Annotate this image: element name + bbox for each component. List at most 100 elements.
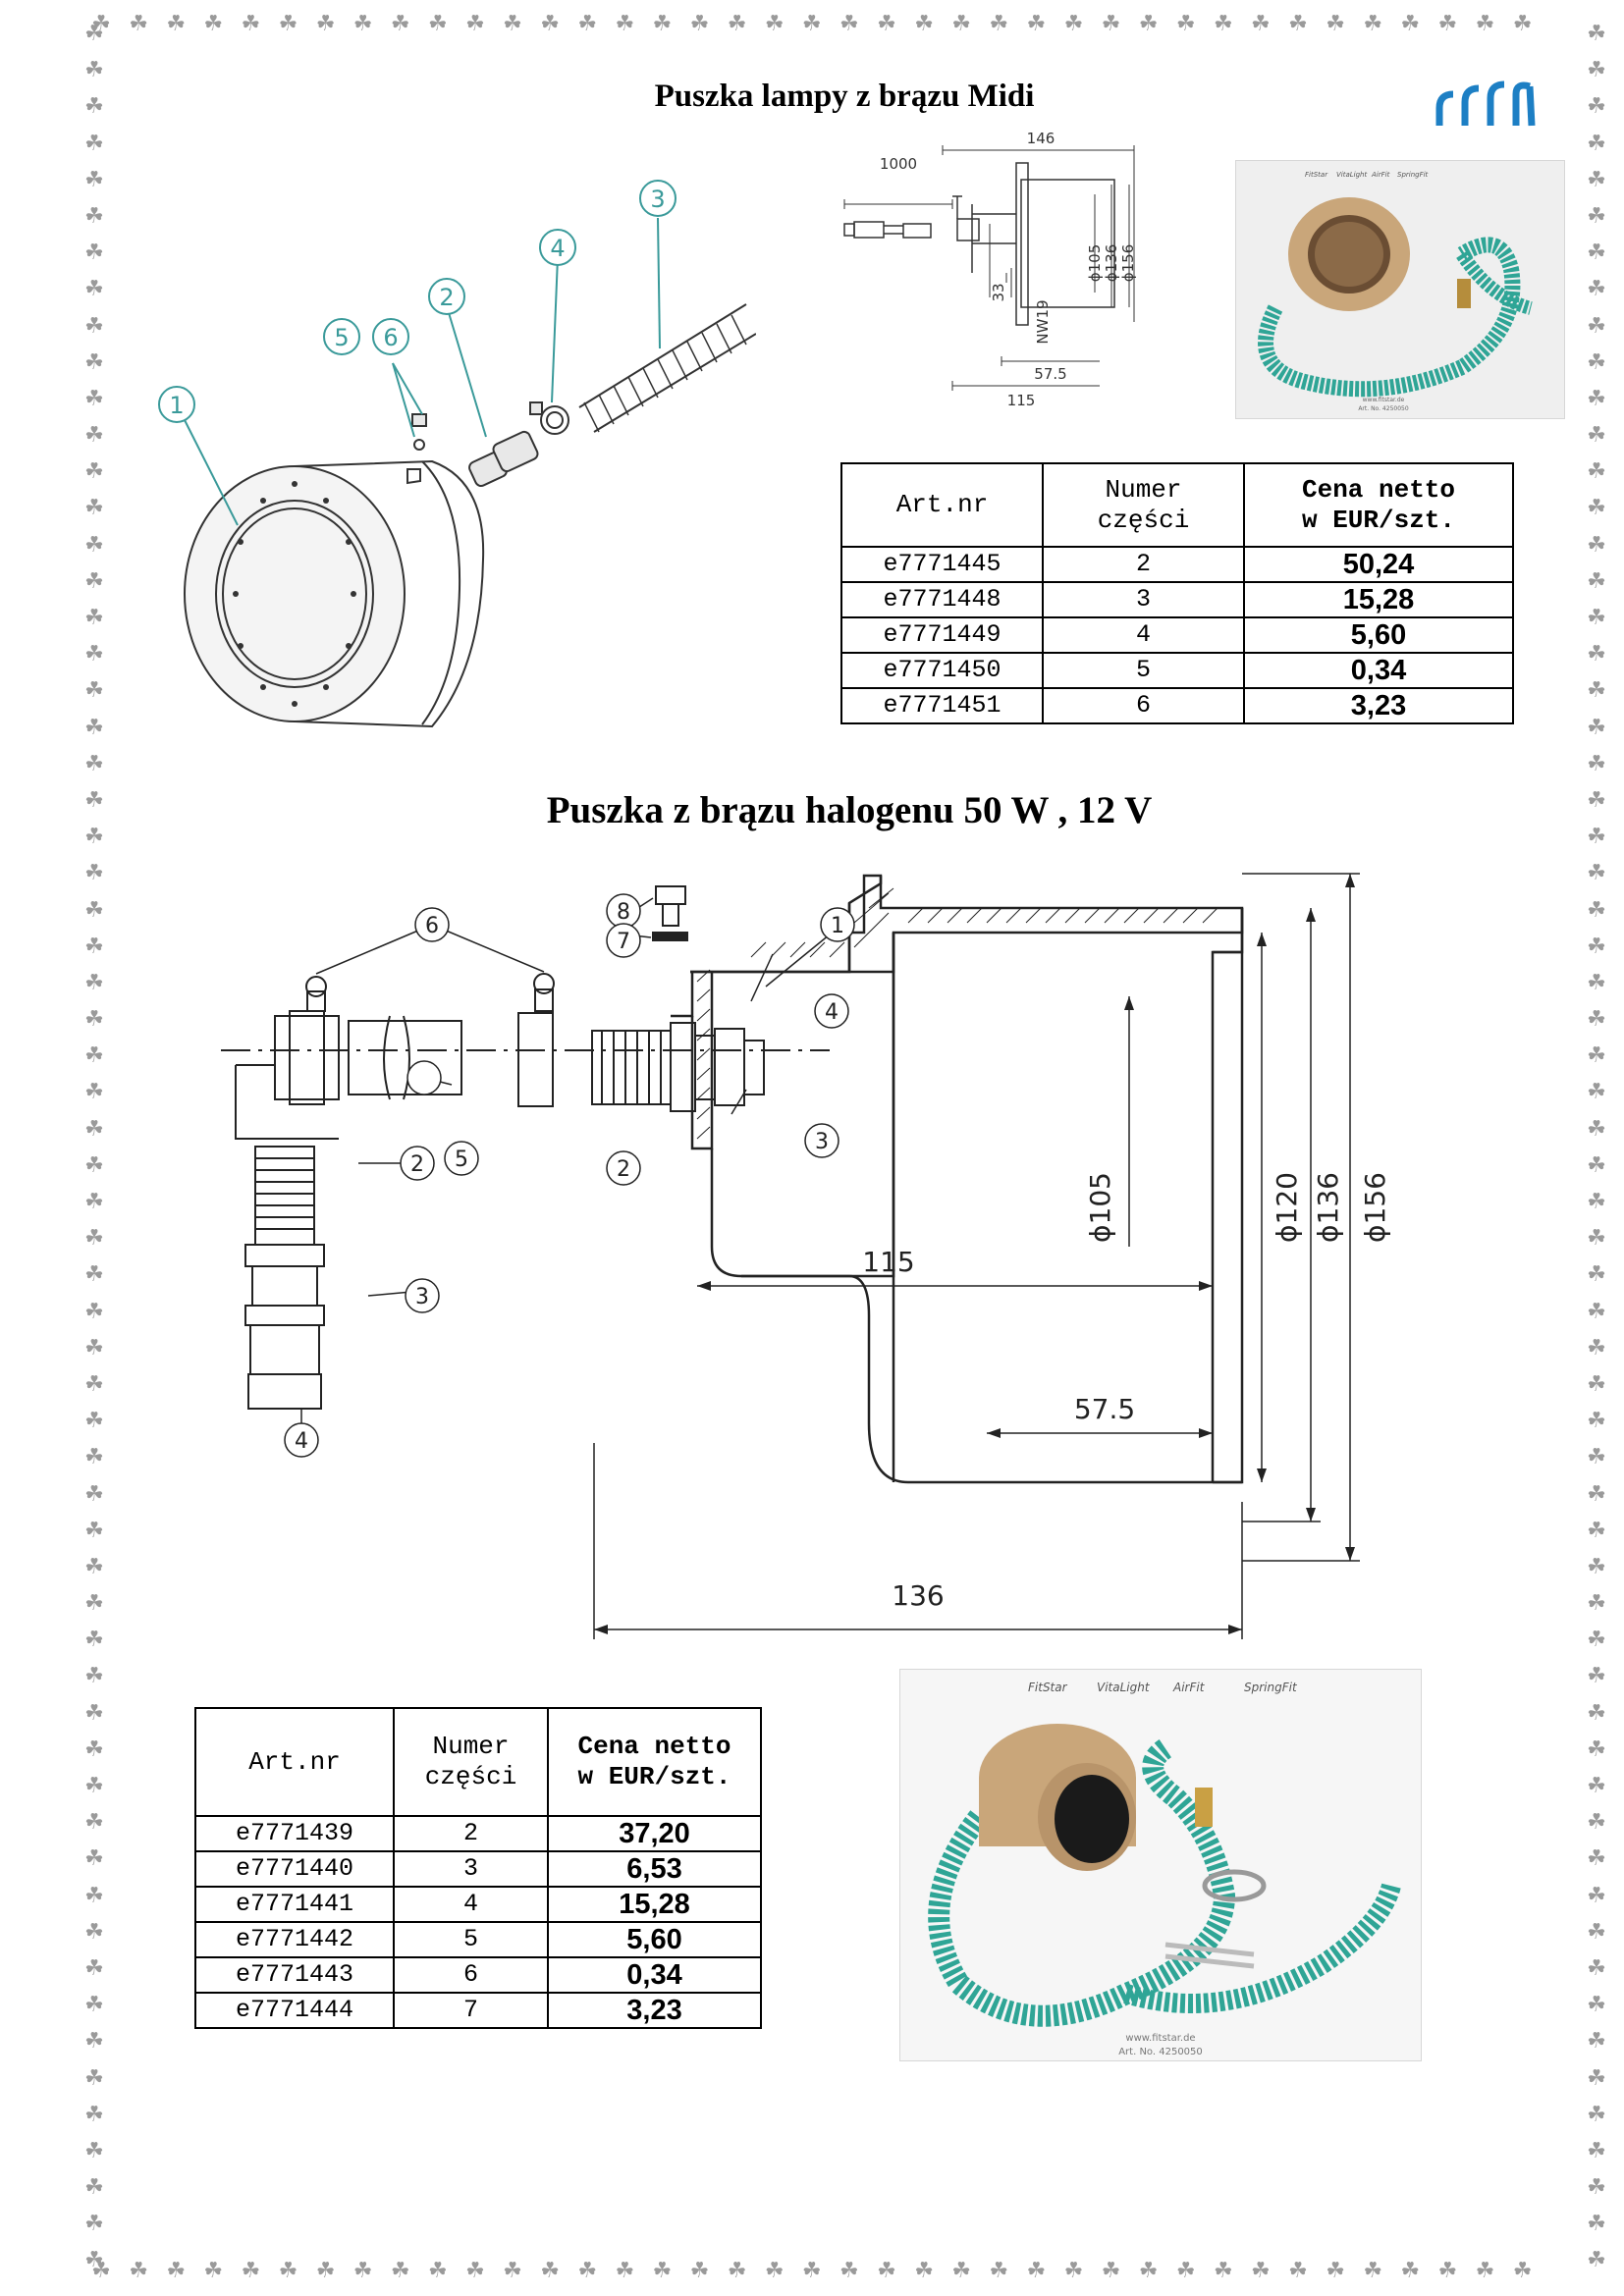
ornament-icon: ☘ [84, 678, 104, 704]
ornament-icon: ☘ [540, 12, 560, 36]
callout-2b: 2 [617, 1157, 630, 1182]
ornament-icon: ☘ [91, 2259, 111, 2283]
ornament-icon: ☘ [84, 349, 104, 375]
ornament-icon: ☘ [1587, 349, 1606, 375]
ornament-icon: ☘ [1587, 934, 1606, 959]
dim-57-5: 57.5 [1034, 365, 1066, 383]
svg-text:www.fitstar.de: www.fitstar.de [1363, 397, 1405, 403]
ornament-icon: ☘ [352, 2259, 373, 2283]
ornament-icon: ☘ [427, 12, 448, 36]
ornament-icon: ☘ [1587, 2175, 1606, 2201]
dim-33: 33 [990, 283, 1007, 301]
dim-1000: 1000 [880, 155, 917, 173]
ornament-icon: ☘ [1587, 58, 1606, 83]
ornament-icon: ☘ [315, 2259, 336, 2283]
callout-leaders [181, 217, 661, 526]
ornament-icon: ☘ [84, 2248, 104, 2273]
ornament-icon: ☘ [465, 2259, 485, 2283]
lamp-housing [184, 459, 485, 728]
ornament-icon: ☘ [1512, 12, 1533, 36]
ornament-icon: ☘ [1288, 2259, 1308, 2283]
dim-136-length: 136 [892, 1579, 944, 1612]
ornament-icon: ☘ [84, 386, 104, 411]
ornament-icon: ☘ [1587, 1810, 1606, 1836]
section1-dimension-drawing: 146 1000 NW19 33 ϕ105 ϕ136 ϕ156 57.5 115 [843, 130, 1137, 409]
ornament-icon: ☘ [84, 1591, 104, 1617]
ornament-icon: ☘ [84, 1554, 104, 1579]
ornament-icon: ☘ [129, 12, 148, 36]
ornament-icon: ☘ [166, 2259, 187, 2283]
ornament-icon: ☘ [1587, 715, 1606, 740]
ornament-icon: ☘ [84, 1409, 104, 1434]
ornament-icon: ☘ [615, 2259, 635, 2283]
ornament-icon: ☘ [84, 1736, 104, 1762]
ornament-icon: ☘ [1101, 2259, 1121, 2283]
company-logo-icon [1435, 80, 1536, 127]
ornament-icon: ☘ [1026, 12, 1047, 36]
ornament-icon: ☘ [315, 12, 336, 36]
ornament-icon: ☘ [84, 606, 104, 630]
ornament-icon: ☘ [84, 1810, 104, 1836]
ornament-icon: ☘ [1587, 1955, 1606, 1981]
ornament-icon: ☘ [989, 12, 1009, 36]
ornament-icon: ☘ [84, 642, 104, 667]
ornament-icon: ☘ [1587, 606, 1606, 630]
svg-text:FitStar: FitStar [1305, 171, 1328, 179]
section2-title: Puszka z brązu halogenu 50 W , 12 V [546, 789, 1153, 831]
ornament-icon: ☘ [503, 2259, 522, 2283]
ornament-icon: ☘ [1363, 2259, 1383, 2283]
ornament-icon: ☘ [689, 2259, 710, 2283]
ornament-icon: ☘ [1587, 1409, 1606, 1434]
ornament-icon: ☘ [1400, 2259, 1421, 2283]
ornament-icon: ☘ [390, 2259, 410, 2283]
ornament-icon: ☘ [84, 861, 104, 886]
dim-115: 115 [1007, 392, 1036, 409]
ornament-icon: ☘ [577, 12, 598, 36]
svg-text:Art. No. 4250050: Art. No. 4250050 [1118, 2047, 1203, 2057]
callout-6: 6 [383, 324, 398, 351]
ornament-icon: ☘ [84, 970, 104, 995]
ornament-icon: ☘ [801, 2259, 822, 2283]
ornament-icon: ☘ [1587, 1919, 1606, 1945]
ornament-icon: ☘ [1175, 2259, 1196, 2283]
page-border-top: ☘☘☘☘☘☘☘☘☘☘☘☘☘☘☘☘☘☘☘☘☘☘☘☘☘☘☘☘☘☘☘☘☘☘☘☘☘☘☘ [88, 4, 1536, 45]
ornament-icon: ☘ [989, 2259, 1009, 2283]
ornament-icon: ☘ [1587, 2029, 1606, 2055]
ornament-icon: ☘ [352, 12, 373, 36]
ornament-icon: ☘ [84, 496, 104, 521]
ornament-icon: ☘ [1400, 12, 1421, 36]
callout-8: 8 [617, 900, 630, 925]
ornament-icon: ☘ [1587, 970, 1606, 995]
callout-4: 4 [295, 1429, 308, 1454]
ornament-icon: ☘ [877, 12, 896, 36]
ornament-icon: ☘ [84, 1664, 104, 1689]
ornament-icon: ☘ [801, 12, 822, 36]
ornament-icon: ☘ [1587, 861, 1606, 886]
ornament-icon: ☘ [1587, 1080, 1606, 1105]
svg-text:AirFit: AirFit [1371, 171, 1390, 179]
ornament-icon: ☘ [615, 12, 635, 36]
ornament-icon: ☘ [951, 12, 972, 36]
callout-2: 2 [410, 1152, 424, 1177]
ornament-icon: ☘ [84, 167, 104, 192]
dim-115: 115 [862, 1246, 914, 1278]
ornament-icon: ☘ [1175, 12, 1196, 36]
ornament-icon: ☘ [1587, 1226, 1606, 1252]
ornament-icon: ☘ [84, 131, 104, 156]
ornament-icon: ☘ [84, 94, 104, 120]
section1-title: Puszka lampy z brązu Midi [654, 79, 1035, 114]
ornament-icon: ☘ [278, 12, 298, 36]
ornament-icon: ☘ [84, 787, 104, 813]
ornament-icon: ☘ [727, 12, 747, 36]
ornament-icon: ☘ [764, 2259, 785, 2283]
svg-text:Art. No. 4250050: Art. No. 4250050 [1358, 405, 1409, 412]
section1-product-photo: FitStar VitaLight AirFit SpringFit www.f… [1235, 160, 1565, 419]
ornament-icon: ☘ [914, 12, 934, 36]
ornament-icon: ☘ [1251, 2259, 1271, 2283]
